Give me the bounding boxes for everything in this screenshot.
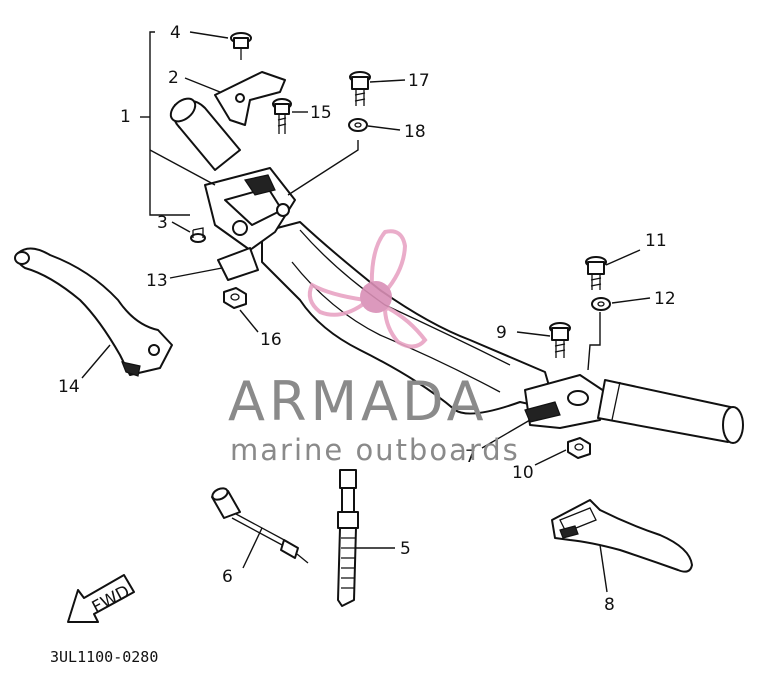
part-5-cable-tie [337, 469, 359, 607]
right-grip [597, 379, 744, 444]
callout-4: 4 [170, 23, 181, 43]
propeller-logo [307, 229, 428, 349]
part-6-switch [211, 487, 309, 564]
callout-13: 13 [146, 271, 168, 291]
callout-3: 3 [157, 213, 168, 233]
callout-18: 18 [404, 122, 426, 142]
part-10-nut [567, 437, 591, 459]
leader-lines [81, 31, 651, 593]
part-15-bolt [272, 98, 292, 134]
watermark-brand: ARMADA [228, 370, 488, 433]
callout-7: 7 [465, 447, 476, 467]
left-grip [169, 97, 241, 171]
callout-2: 2 [168, 68, 179, 88]
part-14-lever [14, 247, 173, 377]
callout-17: 17 [408, 71, 430, 91]
part-7-right-holder [524, 374, 611, 429]
watermark-tagline: marine outboards [230, 433, 520, 467]
left-lever-holder [204, 167, 296, 281]
callout-8: 8 [604, 595, 615, 615]
callout-1: 1 [120, 107, 131, 127]
part-8-lever [551, 499, 693, 573]
callout-5: 5 [400, 539, 411, 559]
callout-14: 14 [58, 377, 80, 397]
part-16-nut [223, 287, 247, 309]
callout-6: 6 [222, 567, 233, 587]
part-3-screw [190, 227, 206, 243]
part-12-washer [591, 297, 611, 311]
part-4-bolt [230, 32, 252, 60]
fwd-direction-arrow: FWD [67, 574, 135, 623]
callout-labels: 4 2 1 15 17 18 3 13 16 14 11 12 9 7 10 5… [58, 23, 676, 615]
callout-9: 9 [496, 323, 507, 343]
drawing-code: 3UL1100-0280 [50, 648, 158, 666]
callout-16: 16 [260, 330, 282, 350]
callout-12: 12 [654, 289, 676, 309]
part-18-washer [348, 118, 368, 132]
callout-15: 15 [310, 103, 332, 123]
handlebar [261, 221, 557, 415]
callout-11: 11 [645, 231, 667, 251]
armada-watermark: ARMADA marine outboards [228, 229, 520, 467]
part-9-bolt [549, 322, 571, 358]
part-2-bracket [214, 71, 286, 126]
part-11-bolt [585, 256, 607, 290]
part-17-bolt [349, 71, 371, 106]
callout-10: 10 [512, 463, 534, 483]
